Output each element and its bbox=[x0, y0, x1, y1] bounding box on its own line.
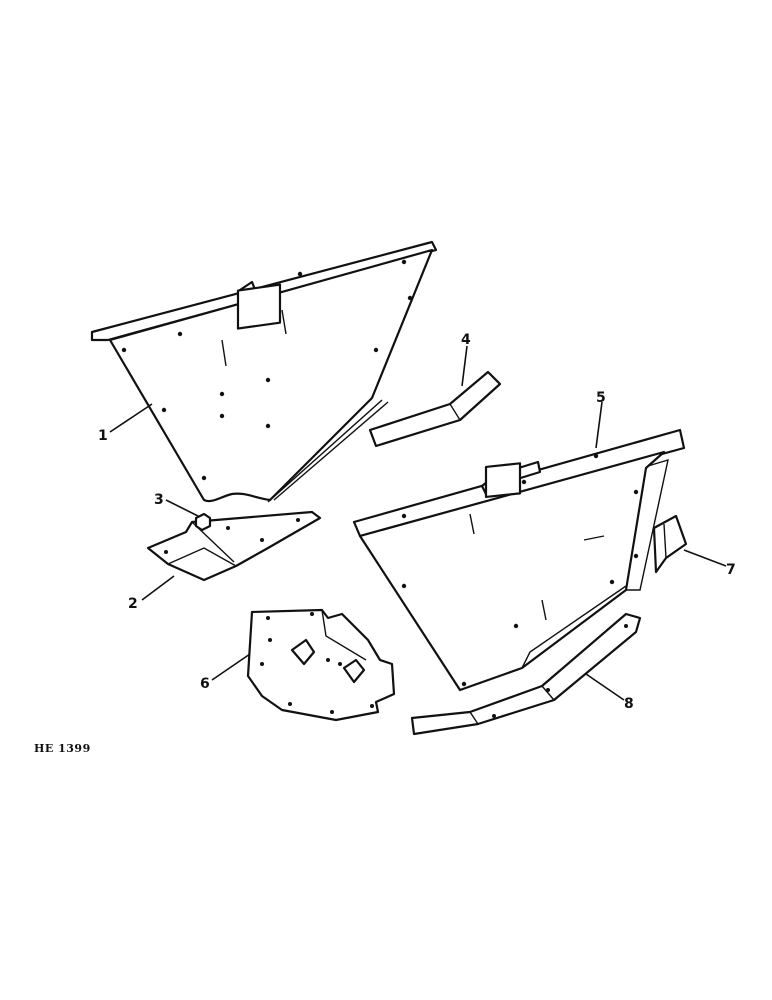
callout-4: 4 bbox=[461, 332, 471, 348]
callout-5: 5 bbox=[596, 390, 606, 406]
part-3-nut bbox=[194, 512, 212, 532]
callout-1: 1 bbox=[98, 428, 108, 444]
part-2-plate-bracket bbox=[146, 510, 322, 582]
callout-3: 3 bbox=[154, 492, 164, 508]
part-1-side-panel-left bbox=[90, 240, 438, 503]
callout-7: 7 bbox=[726, 562, 736, 578]
callout-2: 2 bbox=[128, 596, 138, 612]
part-8-bottom-rail bbox=[410, 612, 642, 736]
part-6-mounting-plate bbox=[246, 608, 396, 722]
callout-6: 6 bbox=[200, 676, 210, 692]
part-4-angled-brace bbox=[368, 370, 502, 448]
reference-code: HE 1399 bbox=[34, 742, 91, 755]
part-7-small-bracket bbox=[652, 514, 688, 574]
part-5-side-panel-right bbox=[352, 428, 686, 692]
leader-lines bbox=[109, 345, 727, 701]
callout-8: 8 bbox=[624, 696, 634, 712]
